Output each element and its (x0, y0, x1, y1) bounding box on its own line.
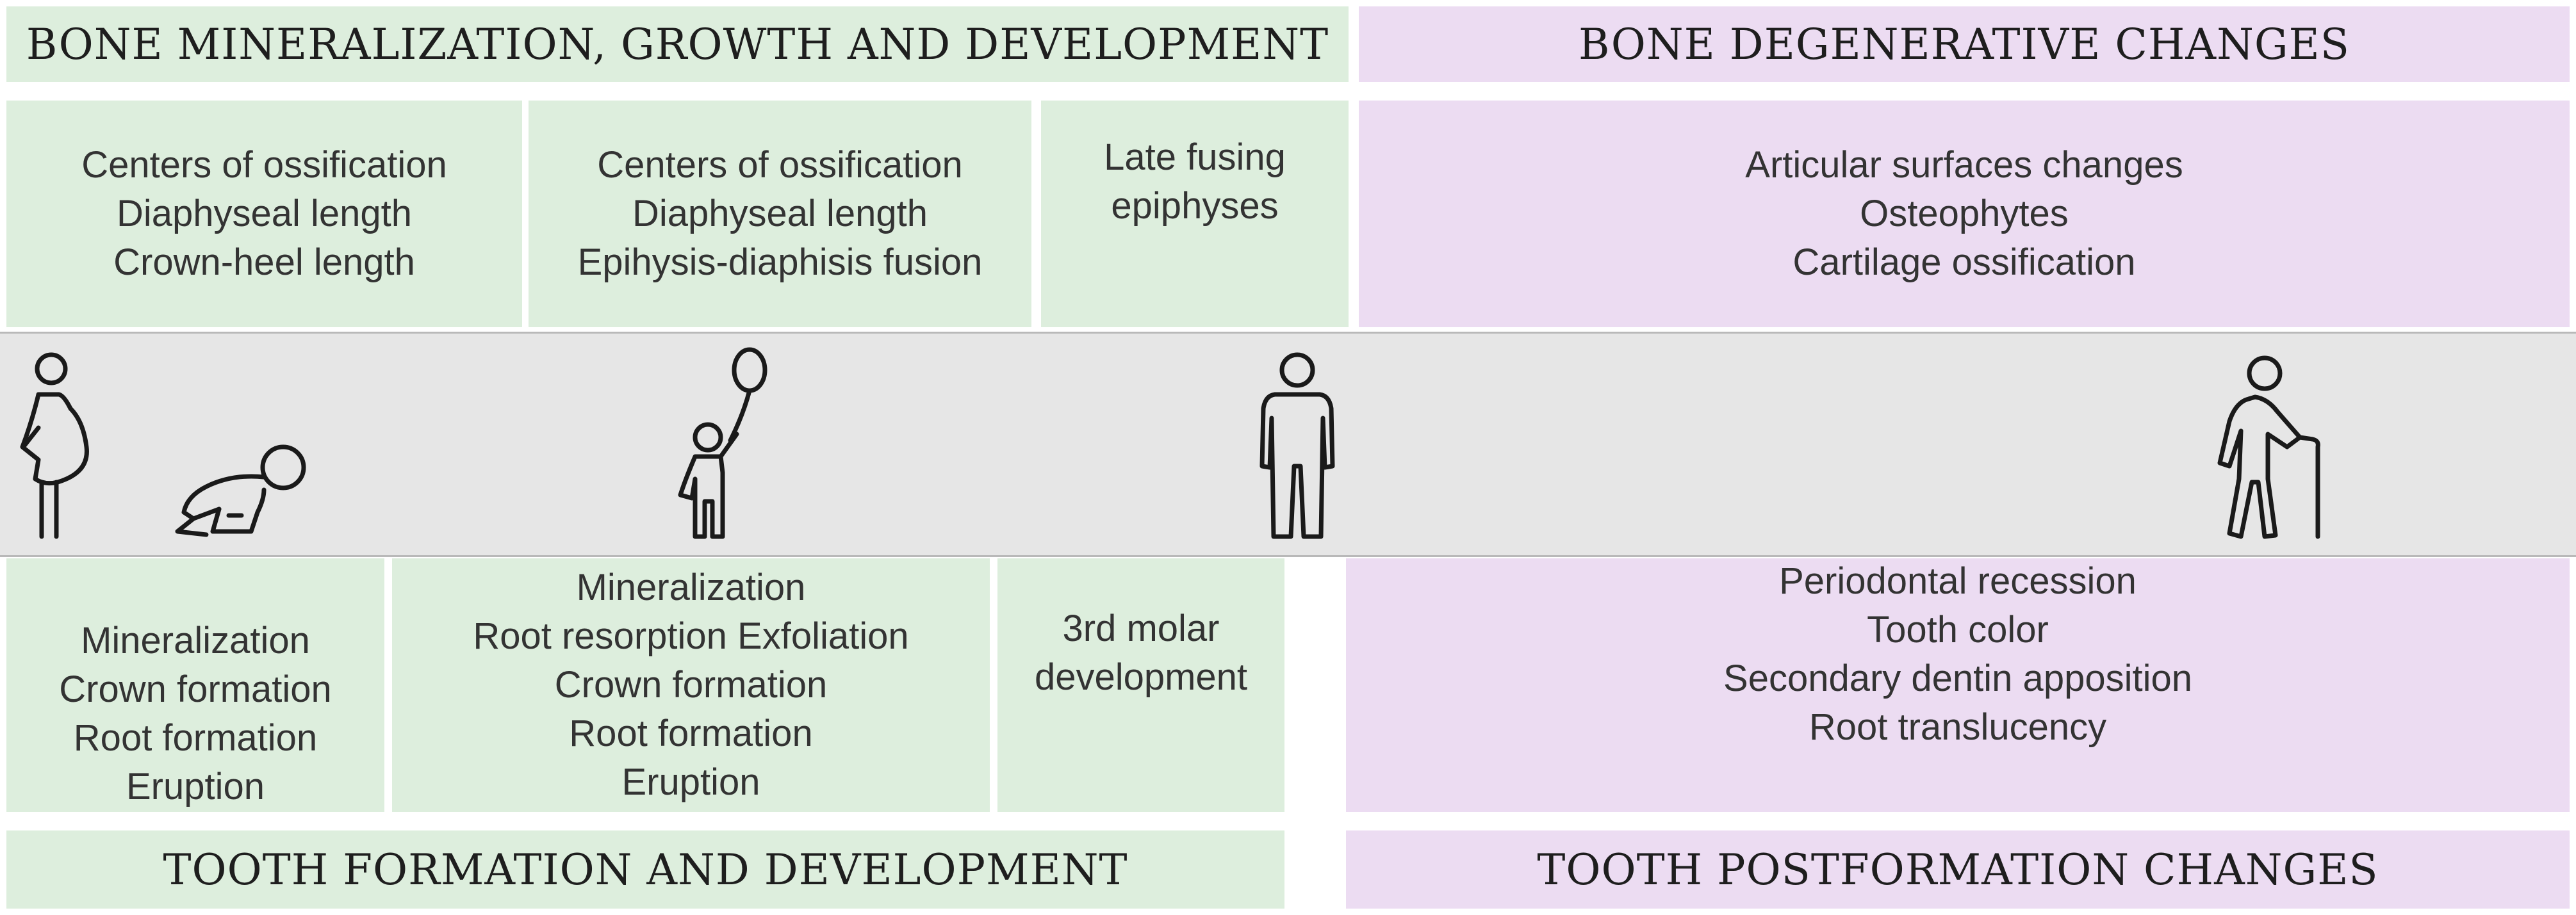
bone-cell-elderly-line-2: Osteophytes (1860, 193, 2069, 234)
bone-cell-fetal-line-2: Diaphyseal length (116, 193, 413, 234)
tooth-cell-child-line-4: Root formation (569, 713, 813, 754)
child-with-balloon-icon (666, 344, 775, 543)
tooth-cell-adult: 3rd molar development (997, 558, 1284, 812)
header-bone-degenerative-label: BONE DEGENERATIVE CHANGES (1579, 19, 2350, 69)
tooth-cell-child-line-1: Mineralization (576, 567, 806, 608)
header-tooth-postformation: TOOTH POSTFORMATION CHANGES (1346, 830, 2570, 909)
tooth-cell-child-line-2: Root resorption Exfoliation (473, 615, 909, 657)
bone-cell-child: Centers of ossification Diaphyseal lengt… (529, 101, 1031, 327)
bone-cell-child-line-2: Diaphyseal length (632, 193, 928, 234)
tooth-cell-child-line-5: Eruption (621, 761, 760, 803)
bone-cell-fetal: Centers of ossification Diaphyseal lengt… (6, 101, 522, 327)
bone-cell-adult: Late fusing epiphyses (1041, 101, 1349, 327)
bone-cell-adult-line-2: epiphyses (1111, 185, 1279, 227)
crawling-baby-icon (168, 442, 309, 544)
life-stage-band (0, 332, 2576, 557)
tooth-cell-child: Mineralization Root resorption Exfoliati… (392, 558, 990, 812)
header-tooth-postformation-label: TOOTH POSTFORMATION CHANGES (1537, 845, 2379, 895)
tooth-cell-child-line-3: Crown formation (554, 664, 828, 706)
bone-cell-elderly: Articular surfaces changes Osteophytes C… (1359, 101, 2570, 327)
header-bone-growth-label: BONE MINERALIZATION, GROWTH AND DEVELOPM… (26, 19, 1329, 69)
bone-cell-elderly-line-1: Articular surfaces changes (1745, 144, 2183, 186)
tooth-cell-elderly: Periodontal recession Tooth color Second… (1346, 558, 2570, 812)
bone-cell-child-line-3: Epihysis-diaphisis fusion (577, 241, 983, 283)
tooth-cell-elderly-line-4: Root translucency (1809, 706, 2107, 748)
tooth-cell-fetal-line-3: Root formation (73, 717, 318, 759)
bone-cell-fetal-line-1: Centers of ossification (81, 144, 447, 186)
tooth-cell-adult-line-1: 3rd molar (1062, 608, 1220, 649)
header-tooth-formation-label: TOOTH FORMATION AND DEVELOPMENT (163, 845, 1128, 895)
bone-cell-child-line-1: Centers of ossification (597, 144, 963, 186)
header-tooth-formation: TOOTH FORMATION AND DEVELOPMENT (6, 830, 1284, 909)
adult-man-icon (1249, 344, 1345, 543)
bone-cell-adult-line-1: Late fusing (1104, 136, 1286, 178)
tooth-cell-elderly-line-3: Secondary dentin apposition (1723, 658, 2192, 699)
tooth-cell-fetal-line-4: Eruption (126, 766, 265, 807)
bone-cell-elderly-line-3: Cartilage ossification (1793, 241, 2136, 283)
tooth-cell-elderly-line-1: Periodontal recession (1779, 560, 2137, 602)
tooth-cell-fetal: Mineralization Crown formation Root form… (6, 558, 384, 812)
bone-cell-fetal-line-3: Crown-heel length (113, 241, 415, 283)
pregnant-woman-icon (6, 351, 96, 543)
tooth-cell-fetal-line-1: Mineralization (81, 620, 310, 661)
tooth-cell-fetal-line-2: Crown formation (59, 668, 332, 710)
tooth-cell-elderly-line-2: Tooth color (1867, 609, 2049, 651)
tooth-cell-adult-line-2: development (1034, 656, 1248, 698)
header-bone-degenerative: BONE DEGENERATIVE CHANGES (1359, 6, 2570, 82)
header-bone-growth: BONE MINERALIZATION, GROWTH AND DEVELOPM… (6, 6, 1349, 82)
elderly-person-with-cane-icon (2204, 351, 2332, 543)
